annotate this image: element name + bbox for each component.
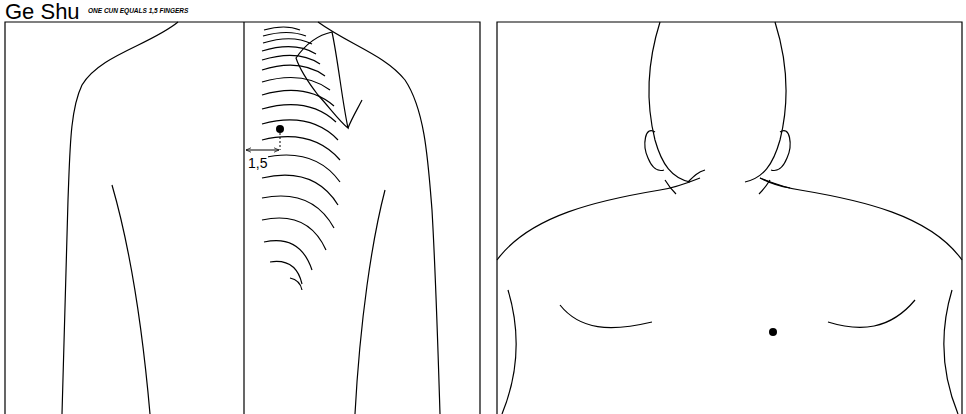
- panel-frame: [5, 22, 480, 414]
- title: Ge Shu: [5, 1, 80, 23]
- back-figure: [62, 22, 440, 414]
- dimension-arrow: [246, 150, 279, 151]
- acupoint: [769, 328, 777, 336]
- unit-note: ONE CUN EQUALS 1,5 FINGERS: [88, 8, 188, 15]
- acupoint: [276, 125, 284, 133]
- dimension-label: 1,5: [247, 156, 268, 170]
- back-head-figure: [497, 22, 962, 414]
- panel-frame: [497, 22, 962, 414]
